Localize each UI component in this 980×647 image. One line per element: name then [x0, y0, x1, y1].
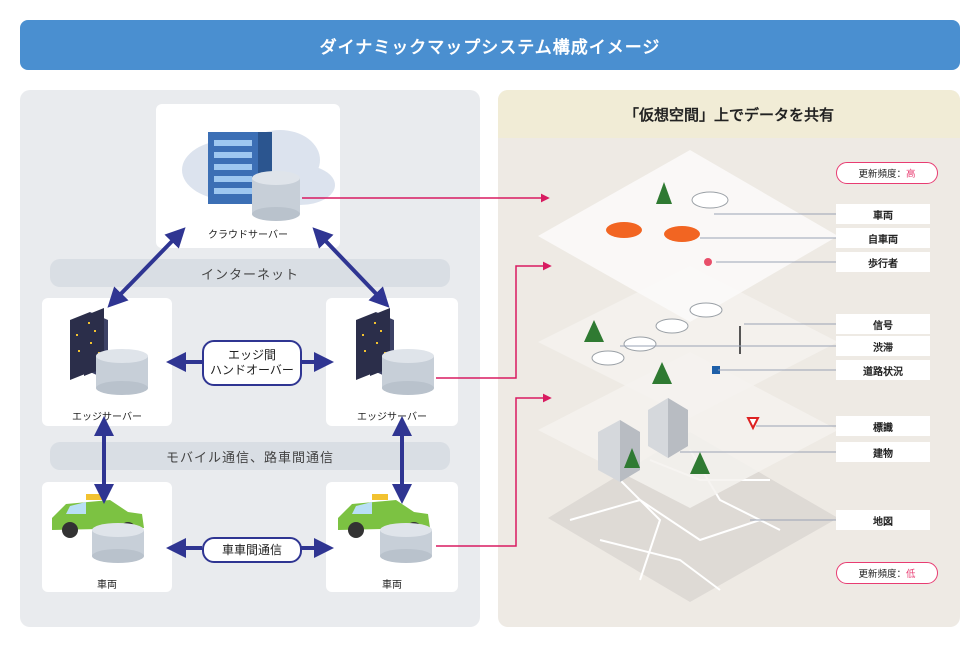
virtual-map-layers: [538, 150, 838, 602]
vehicle-left-label: 車両: [97, 580, 117, 591]
freq-low-prefix: 更新頻度：: [858, 569, 906, 580]
label-own-vehicle: 自車両: [836, 228, 930, 248]
freq-low-value: 低: [906, 569, 916, 580]
edge-server-right-icon: [356, 308, 434, 395]
connection-arrows: [94, 227, 412, 558]
cloud-server-label: クラウドサーバー: [208, 230, 288, 241]
tree-icon: [584, 182, 710, 474]
handover-label: エッジ間 ハンドオーバー: [202, 340, 302, 386]
label-congestion: 渋滞: [836, 336, 930, 356]
vehicle-left-icon: [52, 494, 144, 563]
virtual-links: [302, 193, 552, 547]
label-signal: 信号: [836, 314, 930, 334]
label-road-condition: 道路状況: [836, 360, 930, 380]
vehicle-right-icon: [338, 494, 432, 563]
update-frequency-high-badge: 更新頻度：高: [836, 162, 938, 184]
pedestrian-icon: [704, 258, 712, 266]
edge-server-left-icon: [70, 308, 148, 395]
label-pedestrian: 歩行者: [836, 252, 930, 272]
update-frequency-low-badge: 更新頻度：低: [836, 562, 938, 584]
mobile-comm-band: モバイル通信、路車間通信: [50, 442, 450, 470]
leader-lines: [620, 213, 836, 521]
freq-high-value: 高: [906, 169, 916, 180]
v2v-label: 車車間通信: [202, 537, 302, 563]
label-vehicle: 車両: [836, 204, 930, 224]
label-map: 地図: [836, 510, 930, 530]
road-sign-icon: [712, 366, 720, 374]
freq-high-prefix: 更新頻度：: [858, 169, 906, 180]
label-sign: 標識: [836, 416, 930, 436]
cloud-server-icon: [182, 130, 335, 221]
vehicle-right-label: 車両: [382, 580, 402, 591]
label-building: 建物: [836, 442, 930, 462]
cars: [591, 191, 729, 366]
traffic-sign-icon: [746, 417, 760, 431]
page-title: ダイナミックマップシステム構成イメージ: [20, 20, 960, 70]
virtual-space-heading: 「仮想空間」上でデータを共有: [498, 90, 960, 138]
